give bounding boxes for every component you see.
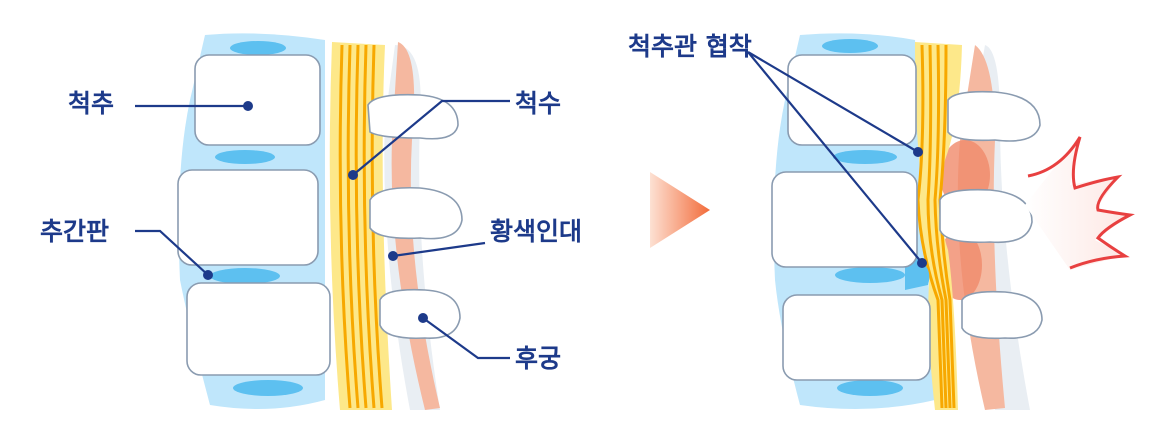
stenosis-labels: 척추관 협착 — [628, 32, 927, 268]
label-vertebra: 척추 — [68, 89, 114, 118]
label-lamina: 후궁 — [515, 344, 561, 373]
normal-spine — [177, 33, 463, 410]
label-ligament: 황색인대 — [490, 217, 582, 246]
stenosis-spine — [771, 33, 1135, 410]
lamina — [379, 288, 461, 340]
label-stenosis: 척추관 협착 — [628, 32, 752, 61]
pain-burst-icon — [1025, 135, 1135, 270]
vertebra — [194, 54, 321, 146]
normal-labels: 척추 추간판 척수 황색인대 후궁 — [40, 89, 582, 373]
label-spinal-cord: 척수 — [515, 89, 561, 118]
label-disc: 추간판 — [40, 217, 109, 246]
arrow-icon — [650, 172, 710, 248]
